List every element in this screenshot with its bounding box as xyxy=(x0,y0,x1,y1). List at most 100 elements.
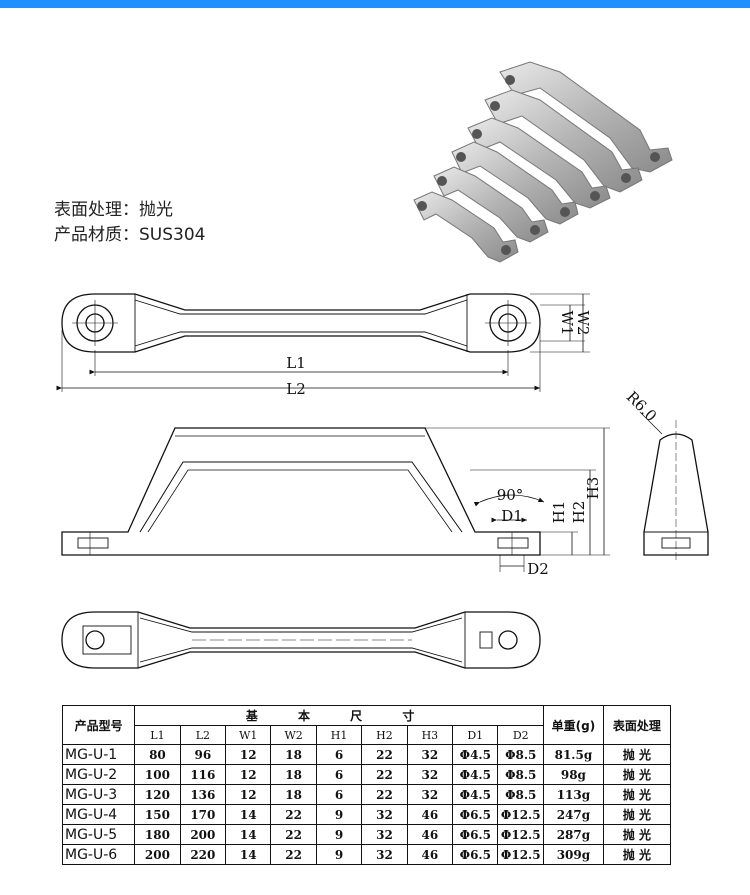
product-photo xyxy=(413,61,673,263)
cell-l1: 120 xyxy=(134,784,181,805)
header-weight: 单重(g) xyxy=(542,705,604,745)
cell-w2: 22 xyxy=(270,804,317,825)
cell-d2: Φ8.5 xyxy=(497,744,544,765)
dim-h3: H3 xyxy=(584,477,602,500)
cell-weight: 309g xyxy=(542,844,604,865)
dim-d1: D1 xyxy=(501,507,523,525)
cell-weight: 81.5g xyxy=(542,744,604,765)
cell-h1: 6 xyxy=(315,744,363,765)
header-w2: W2 xyxy=(270,725,317,745)
cell-w1: 12 xyxy=(225,744,272,765)
cell-w2: 18 xyxy=(270,744,317,765)
dim-w2: W2 xyxy=(574,311,592,336)
cell-model: MG-U-2 xyxy=(61,764,136,785)
cell-l2: 170 xyxy=(179,804,227,825)
header-d1: D1 xyxy=(452,725,499,745)
spec-table: 产品型号 基 本 尺 寸 单重(g) 表面处理 L1 L2 W1 W2 H1 H… xyxy=(61,705,672,865)
cell-w1: 12 xyxy=(225,764,272,785)
cell-d2: Φ8.5 xyxy=(497,764,544,785)
handle-render xyxy=(484,89,643,193)
cell-finish: 抛 光 xyxy=(602,804,672,825)
header-h3: H3 xyxy=(406,725,454,745)
cell-d1: Φ6.5 xyxy=(452,824,499,845)
cell-w2: 22 xyxy=(270,824,317,845)
cell-h2: 32 xyxy=(361,824,408,845)
cell-h3: 46 xyxy=(406,844,454,865)
cell-d2: Φ12.5 xyxy=(497,804,544,825)
table-row: MG-U-6 200 220 14 22 9 32 46 Φ6.5 Φ12.5 … xyxy=(61,844,672,865)
cell-d1: Φ4.5 xyxy=(452,784,499,805)
technical-drawing: W1 W2 L1 L2 90° D1 D2 H1 H2 H3 xyxy=(56,61,709,669)
cell-d1: Φ4.5 xyxy=(452,764,499,785)
header-model: 产品型号 xyxy=(61,705,136,745)
header-d2: D2 xyxy=(497,725,544,745)
cell-w1: 12 xyxy=(225,784,272,805)
cell-d1: Φ4.5 xyxy=(452,744,499,765)
cell-l2: 200 xyxy=(179,824,227,845)
table-row: MG-U-4 150 170 14 22 9 32 46 Φ6.5 Φ12.5 … xyxy=(61,804,672,825)
cell-weight: 247g xyxy=(542,804,604,825)
cell-d2: Φ12.5 xyxy=(497,824,544,845)
cell-model: MG-U-1 xyxy=(61,744,136,765)
cell-model: MG-U-4 xyxy=(61,804,136,825)
dim-h1: H1 xyxy=(550,501,568,524)
header-h2: H2 xyxy=(361,725,408,745)
cell-h3: 46 xyxy=(406,824,454,845)
cell-h1: 6 xyxy=(315,784,363,805)
dim-angle: 90° xyxy=(497,486,524,504)
cell-model: MG-U-3 xyxy=(61,784,136,805)
cell-l1: 150 xyxy=(134,804,181,825)
dim-radius: R6.0 xyxy=(623,388,661,426)
dim-w1: W1 xyxy=(558,311,576,336)
header-l1: L1 xyxy=(134,725,181,745)
cell-weight: 113g xyxy=(542,784,604,805)
header-h1: H1 xyxy=(315,725,363,745)
cell-model: MG-U-5 xyxy=(61,824,136,845)
header-w1: W1 xyxy=(225,725,272,745)
cell-h3: 32 xyxy=(406,764,454,785)
cell-l2: 96 xyxy=(179,744,227,765)
cell-l2: 136 xyxy=(179,784,227,805)
material-label: 产品材质：SUS304 xyxy=(54,225,206,245)
cell-finish: 抛 光 xyxy=(602,784,672,805)
surface-treatment-label: 表面处理：抛光 xyxy=(54,200,173,220)
table-row: MG-U-5 180 200 14 22 9 32 46 Φ6.5 Φ12.5 … xyxy=(61,824,672,845)
dim-l1: L1 xyxy=(286,354,306,372)
front-view xyxy=(61,427,610,572)
cell-h2: 22 xyxy=(361,784,408,805)
cell-l1: 180 xyxy=(134,824,181,845)
cell-w2: 18 xyxy=(270,784,317,805)
table-row: MG-U-2 100 116 12 18 6 22 32 Φ4.5 Φ8.5 9… xyxy=(61,764,672,785)
cell-h3: 32 xyxy=(406,784,454,805)
cell-d2: Φ8.5 xyxy=(497,784,544,805)
cell-w1: 14 xyxy=(225,844,272,865)
cell-h1: 6 xyxy=(315,764,363,785)
handle-render xyxy=(451,141,579,225)
cell-l1: 80 xyxy=(134,744,181,765)
cell-h3: 32 xyxy=(406,744,454,765)
cell-weight: 98g xyxy=(542,764,604,785)
cell-h2: 22 xyxy=(361,764,408,785)
cell-h1: 9 xyxy=(315,804,363,825)
dim-d2: D2 xyxy=(527,560,549,578)
handle-render xyxy=(413,191,519,263)
top-accent-bar xyxy=(0,0,750,8)
cell-w1: 14 xyxy=(225,804,272,825)
cell-h2: 32 xyxy=(361,844,408,865)
handle-render xyxy=(499,61,673,173)
cell-finish: 抛 光 xyxy=(602,844,672,865)
cell-h1: 9 xyxy=(315,844,363,865)
cell-h2: 22 xyxy=(361,744,408,765)
header-l2: L2 xyxy=(179,725,227,745)
cell-h3: 46 xyxy=(406,804,454,825)
top-view xyxy=(56,293,590,392)
cell-d2: Φ12.5 xyxy=(497,844,544,865)
cell-w2: 22 xyxy=(270,844,317,865)
dim-l2: L2 xyxy=(286,380,306,398)
cell-l1: 100 xyxy=(134,764,181,785)
cell-finish: 抛 光 xyxy=(602,764,672,785)
dim-h2: H2 xyxy=(570,501,588,524)
cell-l2: 116 xyxy=(179,764,227,785)
side-view xyxy=(639,411,709,560)
bottom-view xyxy=(61,611,541,669)
